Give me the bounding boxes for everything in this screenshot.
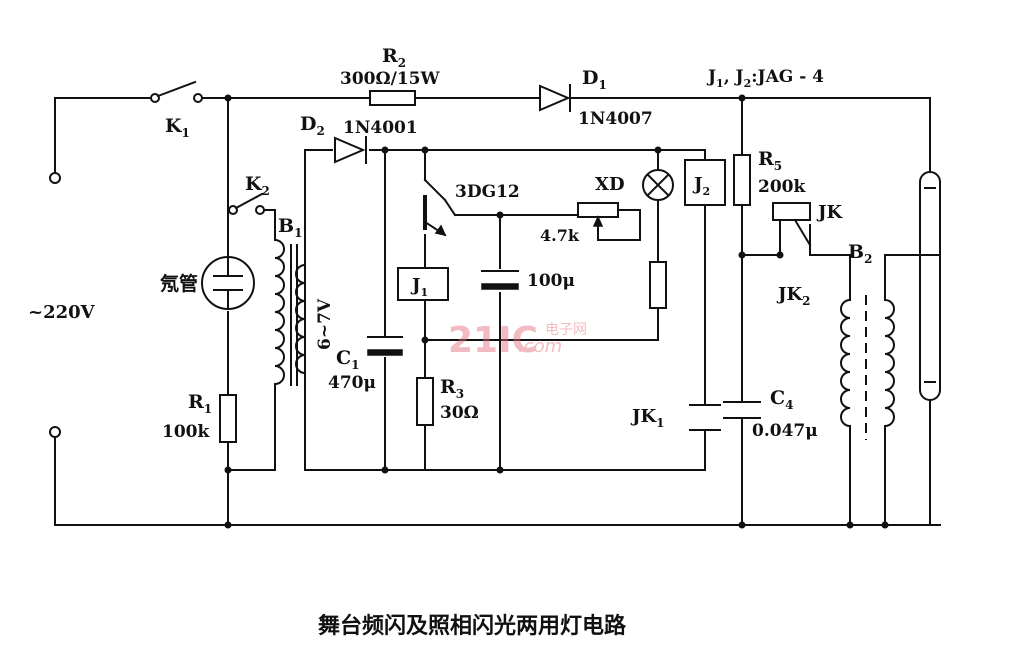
- potentiometer-4k7: [577, 202, 619, 227]
- label-r3: R3: [440, 376, 464, 401]
- diagram-caption: 舞台频闪及照相闪光两用灯电路: [318, 613, 627, 639]
- resistor-r1: [219, 394, 237, 443]
- label-r5: R5: [758, 148, 782, 173]
- mains-terminal-bottom: [49, 426, 61, 438]
- diode-d2: [334, 136, 367, 164]
- label-c100: 100μ: [527, 271, 575, 291]
- resistor-r2: [369, 90, 416, 106]
- label-j2: J2: [692, 174, 710, 198]
- resistor-r3: [416, 377, 434, 426]
- transistor-3dg12: [423, 178, 457, 269]
- capacitor-c1: [367, 336, 403, 356]
- label-r3-value: 30Ω: [440, 403, 479, 423]
- label-relays-note: J1, J2:JAG - 4: [706, 67, 824, 90]
- label-jk2: JK2: [776, 284, 811, 308]
- wiring: [54, 97, 941, 526]
- svg-text:电子网: 电子网: [545, 322, 587, 338]
- watermark: 21IC 电子网 .com: [448, 320, 587, 361]
- label-neon: 氖管: [160, 272, 198, 295]
- contact-jk: [772, 202, 812, 256]
- label-c4: C4: [770, 387, 793, 412]
- label-b1: B1: [278, 215, 302, 240]
- flash-tube: [919, 171, 941, 401]
- capacitor-100u: [481, 270, 519, 290]
- label-mains: ~220V: [28, 302, 96, 323]
- label-d2: D2: [300, 113, 325, 138]
- label-r5-value: 200k: [758, 177, 806, 197]
- transformer-b2: [840, 295, 895, 440]
- label-j1: J1: [410, 275, 428, 299]
- capacitor-c4: [723, 401, 761, 419]
- transformer-b1: [273, 229, 307, 441]
- label-transistor: 3DG12: [455, 182, 520, 202]
- label-k2: K2: [245, 173, 270, 198]
- label-r1-value: 100k: [162, 422, 210, 442]
- relay-coil-j1: [397, 267, 449, 301]
- relay-coil-j2: [684, 159, 726, 206]
- label-b2: B2: [848, 241, 872, 266]
- contact-jk1: [689, 404, 721, 431]
- label-r2-value: 300Ω/15W: [340, 69, 440, 89]
- mains-terminal-top: [49, 172, 61, 184]
- label-c1-value: 470μ: [328, 373, 376, 393]
- resistor-r5: [733, 154, 751, 206]
- switch-k2: [228, 192, 265, 215]
- label-d2-part: 1N4001: [343, 118, 418, 138]
- indicator-lamp-xd: [642, 169, 674, 201]
- label-lamp: XD: [595, 174, 625, 195]
- label-r2: R2: [382, 45, 406, 70]
- label-c4-value: 0.047μ: [752, 421, 818, 441]
- label-jk1: JK1: [630, 406, 665, 430]
- resistor-lamp: [649, 261, 667, 309]
- label-d1-part: 1N4007: [578, 109, 653, 129]
- neon-tube: [201, 256, 255, 310]
- label-secondary-voltage: 6~7V: [315, 298, 335, 350]
- label-jk: JK: [816, 202, 844, 223]
- switch-k1: [150, 80, 203, 103]
- svg-text:21IC: 21IC: [448, 320, 538, 361]
- label-r1: R1: [188, 391, 212, 416]
- svg-text:.com: .com: [518, 336, 562, 357]
- label-pot: 4.7k: [540, 226, 580, 245]
- junction-dots: [224, 94, 889, 529]
- label-k1: K1: [165, 115, 190, 140]
- label-d1: D1: [582, 67, 607, 92]
- diode-d1: [539, 84, 571, 112]
- label-c1: C1: [336, 347, 359, 372]
